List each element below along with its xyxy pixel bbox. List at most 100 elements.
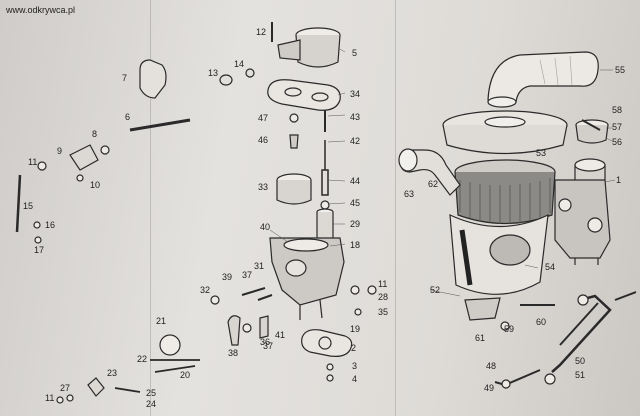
washer-part [66, 394, 74, 402]
part-label: 4 [352, 374, 358, 384]
elbow-pipe-part [398, 148, 461, 196]
part-label: 14 [234, 59, 245, 69]
washer-part [326, 363, 334, 371]
flange-gasket-part [301, 329, 353, 357]
shaft-part [129, 118, 191, 132]
part-label: 13 [208, 68, 219, 78]
part-label: 57 [612, 122, 623, 132]
part-label: 55 [615, 65, 626, 75]
part-label: 8 [92, 129, 98, 139]
nut-part [100, 145, 110, 155]
part-label: 16 [45, 220, 56, 230]
part-label: 38 [228, 348, 239, 358]
cover-disc-part [159, 334, 181, 356]
part-label: 34 [350, 89, 361, 99]
part-label: 20 [180, 370, 191, 380]
washer-part [76, 174, 84, 182]
part-label: 9 [57, 146, 63, 156]
part-label: 35 [378, 307, 389, 317]
part-label: 32 [200, 285, 211, 295]
washer-part [242, 323, 252, 333]
part-label: 11 [45, 393, 55, 403]
spring-part [259, 315, 269, 339]
nut-part [367, 285, 377, 295]
page-fold-line [395, 0, 396, 416]
part-label: 62 [428, 179, 439, 189]
part-label: 37 [242, 270, 253, 280]
screw-part [241, 287, 266, 296]
part-label: 60 [536, 317, 547, 327]
page-fold-line [150, 0, 151, 416]
bracket-part [464, 297, 501, 321]
part-label: 2 [351, 343, 357, 353]
part-label: 43 [350, 112, 361, 122]
part-label: 33 [258, 182, 269, 192]
linkage-rods-part [494, 291, 637, 389]
washer-part [500, 321, 510, 331]
part-label: 11 [378, 279, 388, 289]
leader-lines [269, 47, 616, 297]
part-label: 19 [350, 324, 361, 334]
part-label: 6 [125, 112, 131, 122]
part-label: 24 [146, 399, 157, 409]
nut-part [350, 285, 360, 295]
part-label: 27 [60, 383, 71, 393]
part-label: 48 [486, 361, 497, 371]
screw-part [114, 387, 141, 393]
part-label: 40 [260, 222, 271, 232]
nut-part [326, 374, 334, 382]
nut-part [37, 161, 47, 171]
carburettor-body-part [269, 237, 345, 320]
part-label: 12 [256, 27, 267, 37]
part-label: 11 [28, 157, 38, 167]
part-label: 44 [350, 176, 361, 186]
part-label: 25 [146, 388, 157, 398]
plug-part [219, 74, 233, 86]
needle-part [321, 140, 329, 196]
lever-part [87, 377, 105, 397]
plug-part [245, 68, 255, 78]
part-label: 56 [612, 137, 623, 147]
air-filter-body-part [449, 159, 556, 295]
filter-cap-part [575, 119, 609, 144]
jet-part [289, 134, 299, 149]
part-label: 63 [404, 189, 415, 199]
part-label: 15 [23, 201, 34, 211]
part-label: 1 [616, 175, 622, 185]
ring-part [320, 200, 330, 210]
nut-part [210, 295, 220, 305]
part-label: 28 [378, 292, 389, 302]
washer-part [354, 308, 362, 316]
part-label: 17 [34, 245, 45, 255]
spindle-part [150, 359, 200, 373]
part-label: 54 [545, 262, 556, 272]
part-label: 58 [612, 105, 623, 115]
carburettor-assembly-part [554, 158, 611, 265]
clip-part [33, 221, 41, 229]
part-label: 53 [536, 148, 547, 158]
part-label: 37 [263, 341, 274, 351]
part-label: 5 [352, 48, 358, 58]
part-label: 18 [350, 240, 361, 250]
gasket-part [267, 79, 341, 111]
part-label: 42 [350, 136, 361, 146]
part-label: 51 [575, 370, 586, 380]
piston-part [316, 208, 334, 241]
part-label: 7 [122, 73, 128, 83]
part-label: 39 [222, 272, 233, 282]
part-label: 52 [430, 285, 441, 295]
part-label: 61 [475, 333, 486, 343]
carburettor-top-part [271, 22, 341, 68]
filter-lid-part [442, 110, 568, 155]
screw-part [257, 294, 273, 301]
part-label: 46 [258, 135, 269, 145]
washer-part [34, 236, 42, 244]
part-label: 31 [254, 261, 265, 271]
part-label: 41 [275, 330, 286, 340]
plunger-part [227, 315, 241, 346]
part-label: 29 [350, 219, 361, 229]
washer-part [289, 113, 299, 123]
part-label: 21 [156, 316, 167, 326]
